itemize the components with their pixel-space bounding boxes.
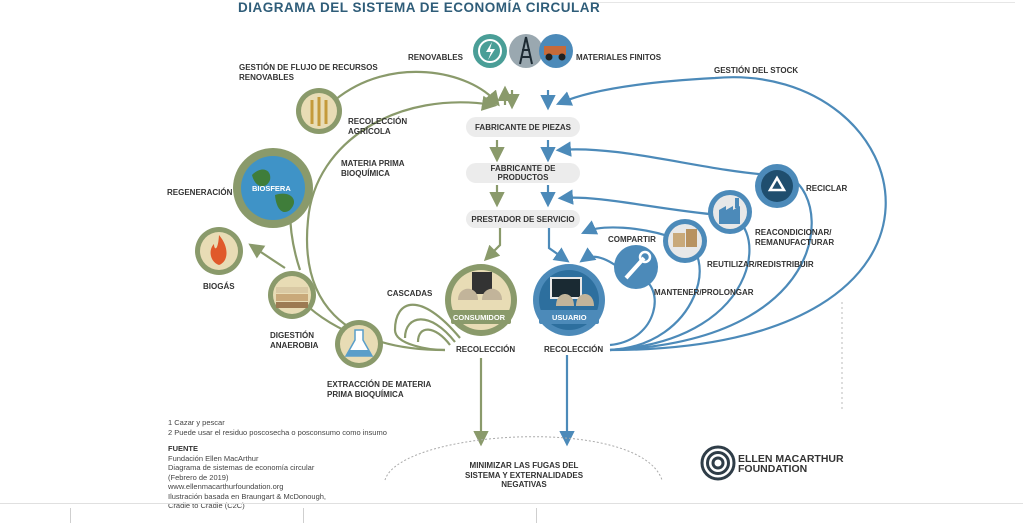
user-label: USUARIO	[552, 313, 587, 322]
soil-layers-icon	[268, 271, 316, 319]
maintain-label: MANTENER/PROLONGAR	[654, 288, 754, 297]
reuse-label: REUTILIZAR/REDISTRIBUIR	[707, 260, 814, 269]
service-provider-box: PRESTADOR DE SERVICIO	[466, 210, 580, 228]
top-divider	[590, 2, 1015, 3]
consumer-icon	[445, 264, 517, 336]
factory-icon	[708, 190, 752, 234]
renewables-label: RENOVABLES	[408, 53, 463, 62]
consumer-label: CONSUMIDOR	[453, 313, 506, 322]
wheat-icon	[296, 88, 342, 134]
wrench-icon	[614, 245, 658, 289]
parts-manufacturer-box: FABRICANTE DE PIEZAS	[466, 117, 580, 137]
cascades-label: CASCADAS	[387, 289, 433, 298]
source-block: FUENTE Fundación Ellen MacArthur Diagram…	[168, 444, 327, 510]
renewable-energy-icon	[473, 34, 507, 68]
footer-divider	[0, 503, 1023, 504]
footer-tick	[536, 508, 537, 523]
user-icon	[533, 264, 605, 336]
collection-left-label: RECOLECCIÓN	[456, 345, 516, 354]
footer-tick	[70, 508, 71, 523]
footnotes: 1 Cazar y pescar 2 Puede usar el residuo…	[168, 418, 387, 437]
biogas-label: BIOGÁS	[203, 282, 235, 291]
earth-icon	[233, 148, 313, 228]
finite-materials-label: MATERIALES FINITOS	[576, 53, 662, 62]
page-title: DIAGRAMA DEL SISTEMA DE ECONOMÍA CIRCULA…	[238, 0, 601, 15]
boxes-icon	[663, 219, 707, 263]
stock-management-label: GESTIÓN DEL STOCK	[714, 66, 799, 75]
footer-tick	[303, 508, 304, 523]
ellen-macarthur-logo-icon	[700, 445, 736, 481]
fire-icon	[195, 227, 243, 275]
leakage-arc	[384, 436, 663, 481]
recycle-label: RECICLAR	[806, 184, 848, 193]
mining-truck-icon	[539, 34, 573, 68]
flask-icon	[335, 320, 383, 368]
share-label: COMPARTIR	[608, 235, 656, 244]
collection-right-label: RECOLECCIÓN	[544, 345, 604, 354]
refurbish-label: REACONDICIONAR/REMANUFACTURAR	[755, 228, 835, 247]
source-heading: FUENTE	[168, 444, 198, 453]
regeneration-label: REGENERACIÓN	[167, 188, 233, 197]
biosphere-label: BIOSFERA	[252, 184, 291, 193]
recycle-icon	[755, 164, 799, 208]
oil-derrick-icon	[509, 34, 543, 68]
